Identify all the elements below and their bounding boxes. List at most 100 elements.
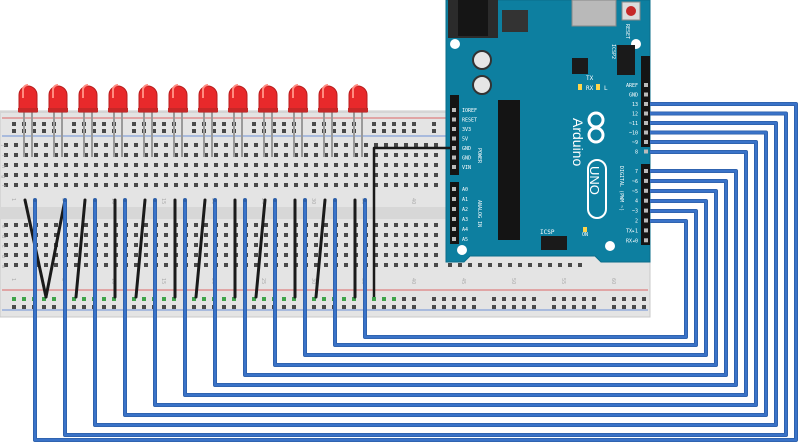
breadboard-hole [144,163,148,167]
digital-pin-label: GND [629,93,638,99]
breadboard-hole [104,253,108,257]
rail-hole [292,297,296,301]
breadboard-hole [234,163,238,167]
wire-end [303,198,307,202]
rail-hole [222,297,226,301]
rail-hole [452,305,456,309]
breadboard-hole [264,253,268,257]
breadboard-hole [354,143,358,147]
pin-wire [93,121,778,427]
breadboard-hole [324,143,328,147]
breadboard-hole [234,183,238,187]
power-pin-label: 5V [462,137,468,143]
led [348,84,368,157]
rail-hole [552,297,556,301]
rail-hole [12,129,16,133]
breadboard-hole [528,263,532,267]
rail-hole [612,305,616,309]
breadboard-hole [394,153,398,157]
header-pin [452,136,456,141]
jumper-wire [314,198,327,299]
breadboard-hole [154,163,158,167]
rail-hole [642,305,646,309]
rail-hole [582,305,586,309]
rail-hole [12,297,16,301]
rail-hole [622,297,626,301]
breadboard-hole [414,173,418,177]
tx-label: TX [586,75,594,82]
breadboard-hole [324,183,328,187]
breadboard-hole [214,153,218,157]
breadboard-hole [344,143,348,147]
rail-hole [372,297,376,301]
breadboard-hole [394,263,398,267]
breadboard-hole [174,173,178,177]
led-highlight [232,84,239,98]
breadboard-hole [84,243,88,247]
breadboard-hole [404,183,408,187]
breadboard-hole [344,163,348,167]
rail-hole [282,297,286,301]
breadboard-hole [304,153,308,157]
wire-end [363,198,367,202]
rail-hole [612,297,616,301]
rail-hole [292,305,296,309]
breadboard-hole [4,263,8,267]
breadboard-hole [24,163,28,167]
breadboard-hole [174,143,178,147]
breadboard-hole [264,143,268,147]
breadboard-hole [54,263,58,267]
rail-hole [562,305,566,309]
breadboard-hole [164,173,168,177]
rail-hole [22,297,26,301]
breadboard-hole [354,173,358,177]
rail-hole [82,297,86,301]
power-pin-label: IOREF [462,108,477,114]
breadboard-hole [284,223,288,227]
rail-hole [132,305,136,309]
breadboard-hole [44,183,48,187]
breadboard-hole [34,173,38,177]
power-pin-label: VIN [462,165,471,171]
breadboard-hole [94,163,98,167]
breadboard-hole [434,253,438,257]
header-pin [644,102,648,106]
breadboard-hole [194,233,198,237]
column-number: 30 [310,278,316,284]
breadboard-hole [104,163,108,167]
column-number: 10 [110,198,116,204]
breadboard-hole [164,243,168,247]
led-rim [288,108,308,112]
breadboard-hole [134,263,138,267]
rail-hole [342,122,346,126]
icsp-label: ICSP [540,229,555,236]
column-number: 25 [260,278,266,284]
breadboard-hole [324,173,328,177]
header-pin [452,108,456,112]
breadboard-hole [254,263,258,267]
breadboard-hole [578,263,582,267]
breadboard-hole [184,173,188,177]
wire-end [243,198,247,202]
power-pin-label: GND [462,156,471,162]
breadboard-hole [24,233,28,237]
breadboard-hole [414,153,418,157]
header-pin [644,208,648,213]
rail-hole [382,129,386,133]
breadboard-hole [114,153,118,157]
breadboard-hole [424,233,428,237]
rail-hole [412,129,416,133]
breadboard-hole [54,223,58,227]
rail-hole [592,297,596,301]
breadboard-hole [434,163,438,167]
breadboard-hole [114,163,118,167]
breadboard-hole [274,153,278,157]
led-highlight [262,84,269,98]
breadboard-hole [164,223,168,227]
breadboard-hole [84,223,88,227]
breadboard-hole [254,173,258,177]
digital-pin-label: ~10 [629,131,638,137]
breadboard-hole [294,173,298,177]
rail-hole [152,129,156,133]
breadboard-hole [164,143,168,147]
